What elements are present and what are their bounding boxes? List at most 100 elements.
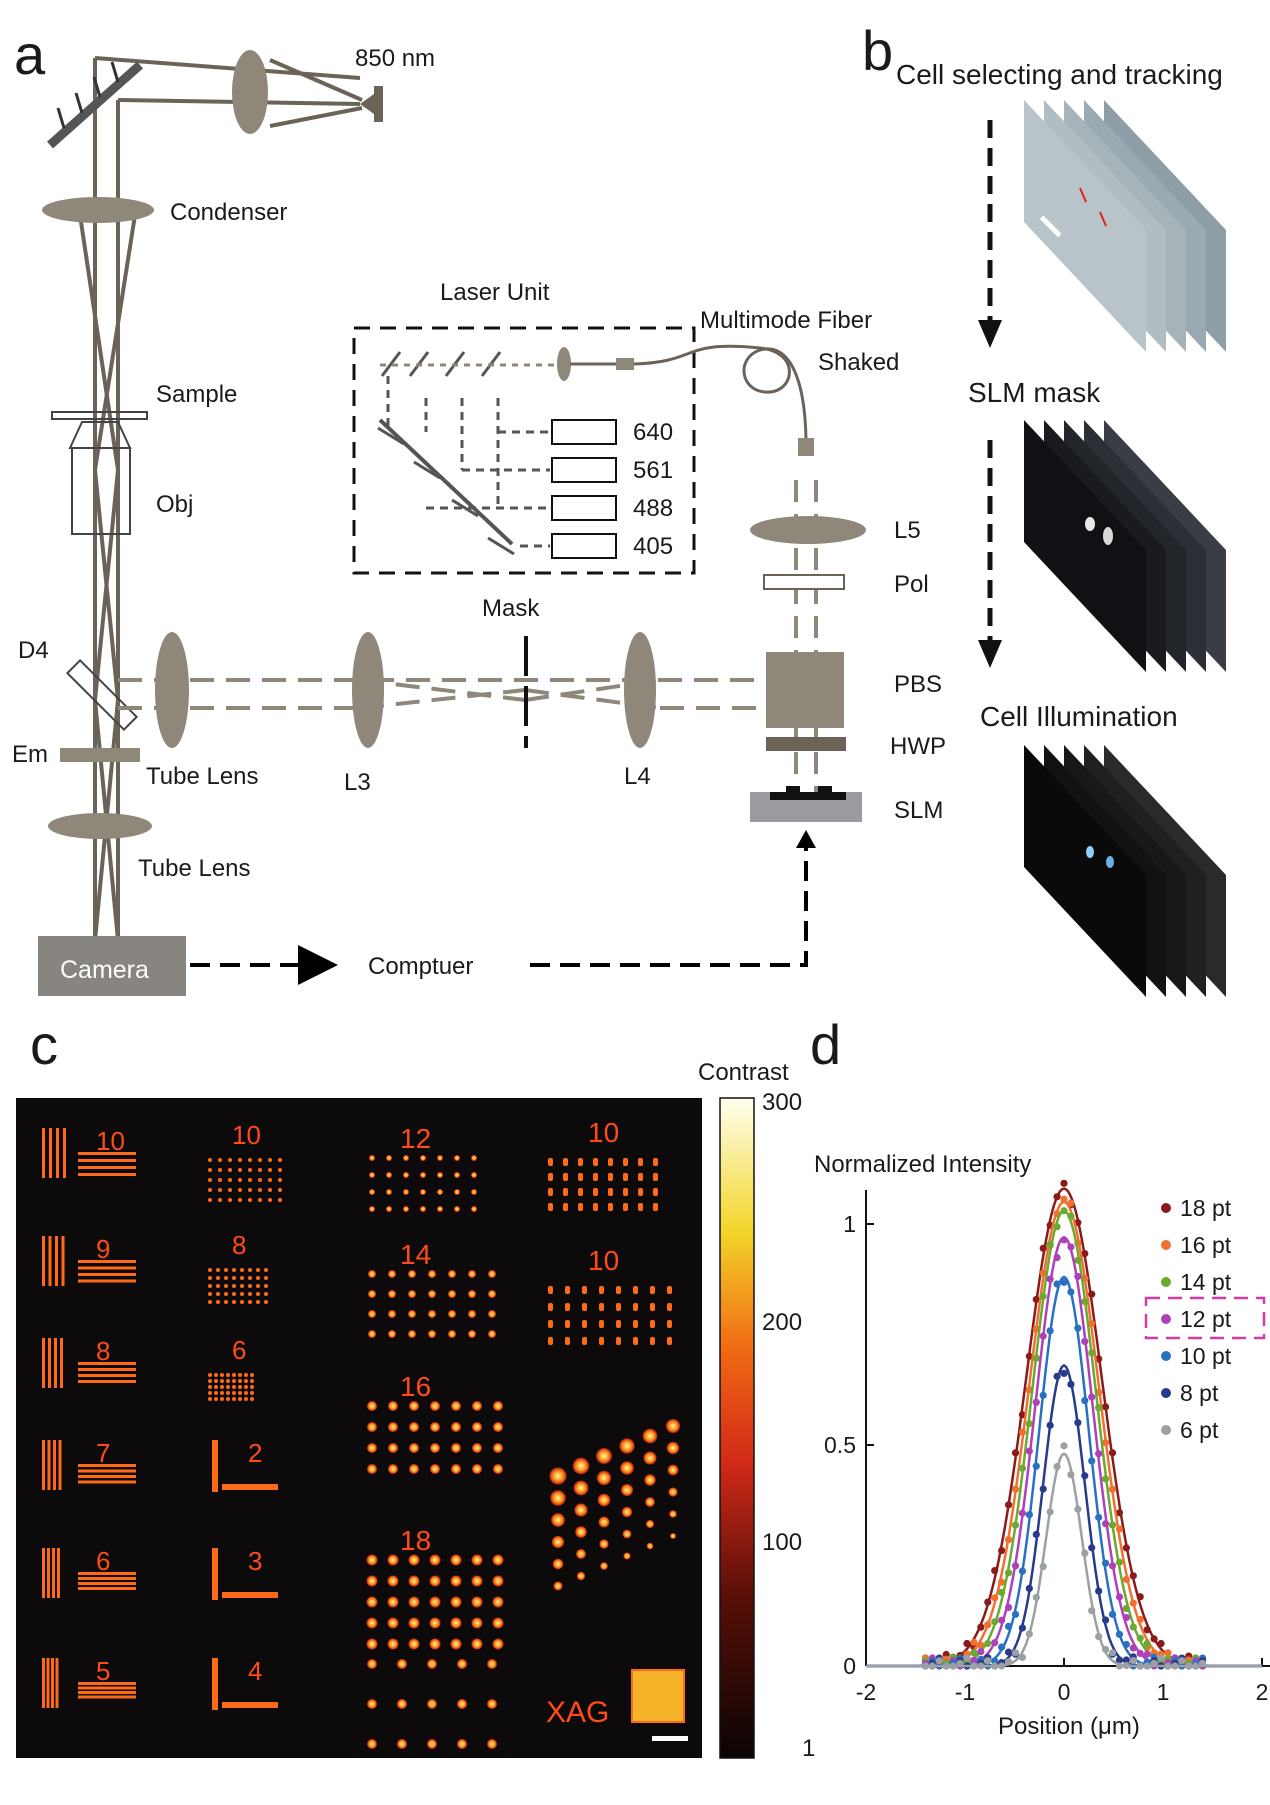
pattern-bar	[78, 1577, 136, 1580]
profile-point	[1018, 1509, 1027, 1517]
pattern-dot	[576, 1571, 586, 1581]
pattern-l-shape	[212, 1440, 218, 1492]
profile-point	[921, 1662, 930, 1670]
pattern-dot	[387, 1554, 399, 1566]
pattern-dot	[248, 1188, 252, 1192]
pattern-dot	[565, 1320, 570, 1328]
profile-point	[1053, 1280, 1061, 1288]
pattern-dot	[471, 1189, 477, 1195]
pattern-dot	[403, 1172, 409, 1178]
pattern-dot	[369, 1155, 375, 1161]
pattern-label: 10	[96, 1126, 125, 1156]
pattern-dot	[437, 1206, 443, 1212]
profile-point	[1150, 1659, 1158, 1667]
pattern-dot	[226, 1391, 230, 1395]
pattern-dot	[218, 1188, 222, 1192]
profile-point	[991, 1566, 999, 1575]
pattern-dot	[582, 1303, 587, 1311]
pattern-dot	[454, 1155, 460, 1161]
profile-curve	[866, 1275, 1262, 1668]
pattern-dot	[633, 1320, 638, 1328]
pattern-dot	[367, 1699, 377, 1709]
pattern-dot	[576, 1549, 586, 1559]
profile-point	[1143, 1650, 1151, 1658]
pattern-dot	[409, 1443, 419, 1453]
pattern-dot	[216, 1300, 220, 1304]
profile-point	[1011, 1610, 1020, 1618]
legend-highlight-box	[1144, 1296, 1266, 1340]
pattern-dot	[454, 1189, 460, 1195]
pattern-bar	[48, 1236, 52, 1286]
pattern-dot	[551, 1513, 565, 1527]
pattern-dot	[240, 1300, 244, 1304]
legend-marker	[1161, 1388, 1171, 1398]
profile-point	[991, 1639, 999, 1647]
pattern-dot	[244, 1391, 248, 1395]
panel-label-c: c	[30, 1013, 58, 1076]
pattern-dot	[388, 1443, 398, 1453]
pattern-bar	[78, 1173, 136, 1176]
pattern-dot	[471, 1172, 477, 1178]
pattern-dot	[367, 1739, 377, 1749]
pattern-dot	[278, 1168, 282, 1172]
panel-label-b: b	[862, 19, 893, 82]
profile-point	[970, 1638, 978, 1646]
profile-point	[1004, 1569, 1013, 1577]
pattern-dot	[493, 1401, 503, 1411]
pattern-dot	[240, 1276, 244, 1280]
pattern-dot	[600, 1562, 608, 1570]
pattern-dot	[596, 1470, 612, 1486]
pattern-dot	[608, 1173, 613, 1181]
y-tick-label: 0.5	[824, 1432, 856, 1458]
profile-point	[1074, 1419, 1082, 1427]
pattern-dot	[623, 1188, 628, 1196]
pattern-dot	[258, 1158, 262, 1162]
pattern-dot	[598, 1516, 610, 1528]
profile-point	[998, 1616, 1006, 1624]
pattern-dot	[578, 1158, 583, 1166]
pattern-dot	[264, 1268, 268, 1272]
pattern-dot	[228, 1198, 232, 1202]
pattern-dot	[368, 1290, 376, 1298]
pattern-dot	[599, 1337, 604, 1345]
pattern-dot	[278, 1188, 282, 1192]
pattern-dot	[403, 1189, 409, 1195]
pattern-dot	[228, 1178, 232, 1182]
pattern-dot	[565, 1337, 570, 1345]
profile-point	[1018, 1428, 1027, 1436]
pattern-bar	[47, 1440, 51, 1490]
pattern-dot	[369, 1206, 375, 1212]
pattern-dot	[620, 1461, 634, 1475]
profile-point	[1115, 1656, 1124, 1664]
profile-point	[1046, 1327, 1054, 1335]
profile-point	[1095, 1633, 1103, 1641]
objective	[68, 421, 132, 535]
pattern-dot	[599, 1539, 609, 1549]
pattern-dot	[572, 1457, 590, 1475]
profile-point	[991, 1618, 999, 1626]
pattern-dot	[582, 1320, 587, 1328]
pattern-dot	[238, 1373, 242, 1377]
pattern-dot	[488, 1310, 496, 1318]
profile-point	[1108, 1610, 1117, 1618]
pattern-dot	[238, 1385, 242, 1389]
pattern-dot	[226, 1385, 230, 1389]
pattern-label: 2	[248, 1438, 262, 1468]
pattern-dot	[256, 1300, 260, 1304]
label-sample: Sample	[156, 381, 237, 408]
label-fiber: Multimode Fiber	[700, 307, 872, 334]
pattern-dot	[368, 1330, 376, 1338]
pattern-dot	[548, 1320, 553, 1328]
pattern-dot	[593, 1158, 598, 1166]
pattern-bar	[78, 1582, 136, 1585]
pattern-dot	[409, 1422, 419, 1432]
profile-point	[1004, 1536, 1013, 1544]
pattern-dot	[450, 1638, 462, 1650]
pattern-dot	[638, 1203, 643, 1211]
pattern-dot	[232, 1268, 236, 1272]
pattern-dot	[403, 1206, 409, 1212]
pattern-dot	[487, 1739, 497, 1749]
pattern-dot	[366, 1554, 378, 1566]
pattern-image-patch	[631, 1669, 685, 1723]
